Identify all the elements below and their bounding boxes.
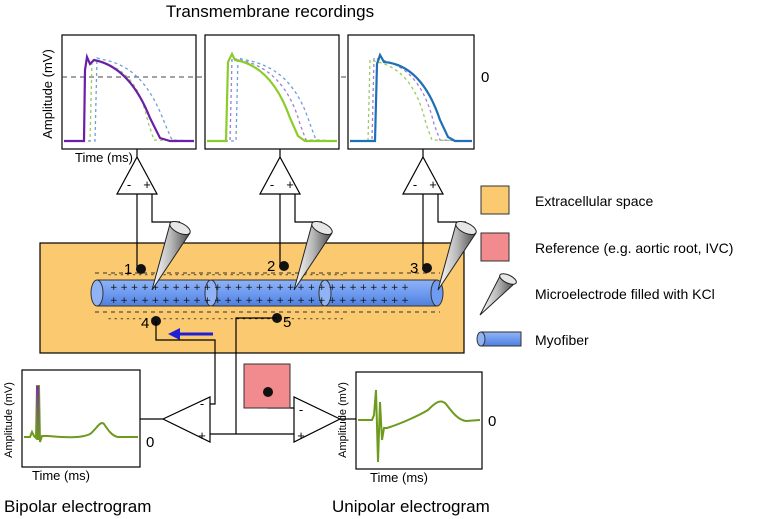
legend: Extracellular space Reference (e.g. aort… xyxy=(476,185,733,348)
svg-text:-: - xyxy=(413,177,417,192)
svg-text:+ + + + + + + + + + + + + + +: + + + + + + + + + + + + + + + + + + + + … xyxy=(110,296,409,306)
propagation-arrow xyxy=(168,328,213,340)
unipolar-egm-trace xyxy=(358,389,481,463)
unipolar-caption: Unipolar electrogram xyxy=(332,497,490,516)
ap-ghost-trace xyxy=(207,57,338,142)
legend-label-myofiber: Myofiber xyxy=(535,332,589,348)
unipolar-electrogram-panel xyxy=(355,371,483,470)
legend-label-extracellular: Extracellular space xyxy=(535,193,653,209)
svg-text:2: 2 xyxy=(267,258,275,275)
ap-ghost-trace xyxy=(207,57,338,142)
microelectrode-3 xyxy=(437,221,477,291)
svg-text:-: - xyxy=(270,177,274,192)
legend-label-microelectrode: Microelectrode filled with KCl xyxy=(535,286,715,302)
legend-microelectrode-icon xyxy=(479,273,517,316)
svg-text:4: 4 xyxy=(141,315,149,332)
svg-text:- - - - - - - - - - - - - - -: - - - - - - - - - - - - - - - - - - - - … xyxy=(108,270,343,280)
x-axis-label-panel-1: Time (ms) xyxy=(75,150,133,165)
unipolar-x-axis-label: Time (ms) xyxy=(370,470,428,485)
legend-swatch-reference xyxy=(480,232,510,262)
svg-text:- - - - - - - - - - - - - - -: - - - - - - - - - - - - - - - - - - - - … xyxy=(108,314,343,324)
bipolar-zero-label: 0 xyxy=(146,434,154,451)
bipolar-electrogram-panel xyxy=(21,369,141,468)
electrode-3: 3 xyxy=(410,260,432,277)
electrode-2: 2 xyxy=(267,258,289,275)
unipolar-amplifier: - + xyxy=(293,396,342,443)
bipolar-caption: Bipolar electrogram xyxy=(4,497,151,516)
unipolar-zero-label: 0 xyxy=(488,413,496,430)
ap-trace-cell-2 xyxy=(207,51,337,143)
bipolar-amplifier: - + xyxy=(161,396,211,443)
legend-swatch-extracellular xyxy=(480,185,510,215)
ap-ghost-trace xyxy=(350,59,473,142)
microelectrode-1 xyxy=(151,221,191,291)
svg-text:+: + xyxy=(143,177,151,192)
svg-text:-: - xyxy=(127,177,131,192)
svg-text:+: + xyxy=(198,428,206,443)
svg-text:1: 1 xyxy=(124,261,132,278)
transmembrane-panel-3 xyxy=(347,34,475,150)
myofiber-row: - - - - - - - - - - - - - - - - - - - - … xyxy=(90,270,444,324)
ap-ghost-trace xyxy=(64,57,195,142)
svg-text:+: + xyxy=(297,428,305,443)
svg-text:+ + + + + + + + + + + + + + +: + + + + + + + + + + + + + + + + + + + + … xyxy=(110,283,409,293)
svg-text:5: 5 xyxy=(283,314,291,331)
bipolar-y-axis-label: Amplitude (mV) xyxy=(3,382,15,458)
unipolar-y-axis-label: Amplitude (mV) xyxy=(337,382,349,458)
amplifier-2: - + xyxy=(258,155,302,195)
svg-text:+: + xyxy=(286,177,294,192)
legend-label-reference: Reference (e.g. aortic root, IVC) xyxy=(535,240,733,256)
svg-text:+: + xyxy=(429,177,437,192)
reference-electrode xyxy=(243,363,291,409)
transmembrane-panel-2 xyxy=(204,34,340,150)
figure-title: Transmembrane recordings xyxy=(166,2,374,21)
svg-text:3: 3 xyxy=(410,260,418,277)
electrode-1: 1 xyxy=(124,261,146,278)
amplifier-3: - + xyxy=(401,155,445,195)
legend-myofiber-icon xyxy=(476,331,522,347)
svg-text:-: - xyxy=(299,402,303,417)
ap-ghost-trace xyxy=(350,57,473,142)
svg-text:-: - xyxy=(200,396,204,411)
bipolar-x-axis-label: Time (ms) xyxy=(32,468,90,483)
ap-trace-cell-3 xyxy=(350,52,472,143)
y-axis-label-panel-1: Amplitude (mV) xyxy=(40,49,55,139)
ap-trace-cell-1 xyxy=(64,53,194,143)
zero-label-transmembrane: 0 xyxy=(481,69,489,86)
microelectrode-2 xyxy=(293,221,333,291)
panel-connectors xyxy=(136,149,424,157)
